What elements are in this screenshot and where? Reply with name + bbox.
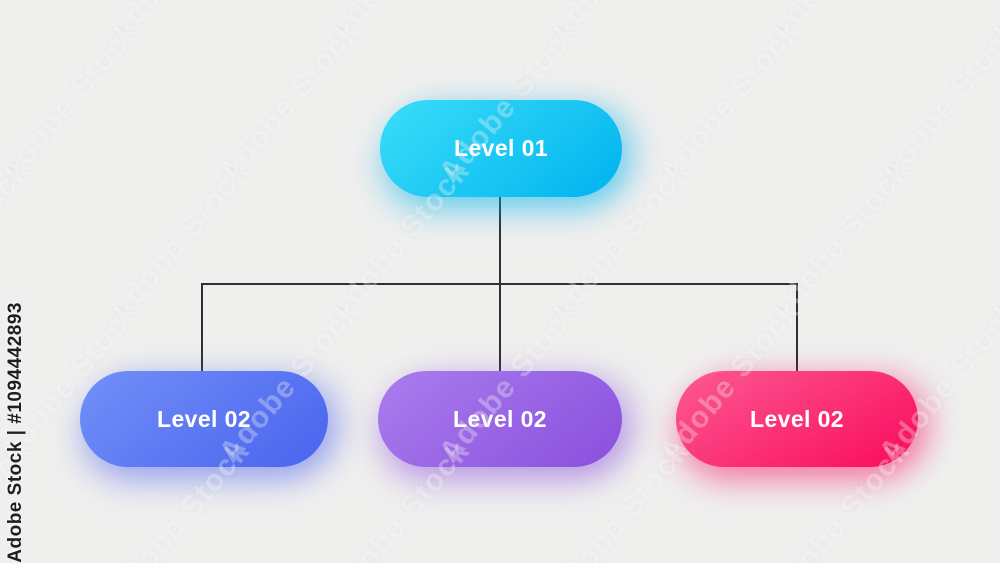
connector-horizontal [201, 283, 798, 285]
node-level-02-right-label: Level 02 [750, 405, 844, 432]
watermark-id-label: Adobe Stock | #1094442893 [5, 302, 26, 563]
node-level-02-middle-label: Level 02 [453, 405, 547, 432]
connector-right-vertical [796, 283, 798, 372]
connector-left-vertical [201, 283, 203, 372]
watermark-tile: Adobe Stock [983, 0, 1000, 49]
node-level-01-label: Level 01 [454, 135, 548, 161]
watermark-tile: Adobe Stock [103, 0, 258, 49]
watermark-tile: Adobe Stock [982, 435, 1000, 563]
watermark-tile: Adobe Stock [0, 14, 147, 189]
watermark-tile: Adobe Stock [323, 0, 478, 49]
node-level-02-middle: Level 02 [378, 371, 622, 467]
watermark-tile: Adobe Stock [543, 0, 698, 49]
watermark-tile: Adobe Stock [212, 14, 367, 189]
node-level-02-left-label: Level 02 [157, 405, 251, 432]
node-level-02-left: Level 02 [80, 371, 328, 467]
watermark-tile: Adobe Stock [652, 14, 807, 189]
node-level-02-right: Level 02 [676, 371, 918, 467]
watermark-tile: Adobe Stock [0, 0, 37, 49]
watermark-tile: Adobe Stock [102, 154, 257, 329]
watermark-tile: Adobe Stock [982, 155, 1000, 329]
watermark-tile: Adobe Stock [872, 14, 1000, 189]
watermark-tile: Adobe Stock [763, 0, 918, 49]
watermark-tile: Adobe Stock [762, 154, 917, 329]
node-level-01: Level 01 [380, 100, 622, 197]
